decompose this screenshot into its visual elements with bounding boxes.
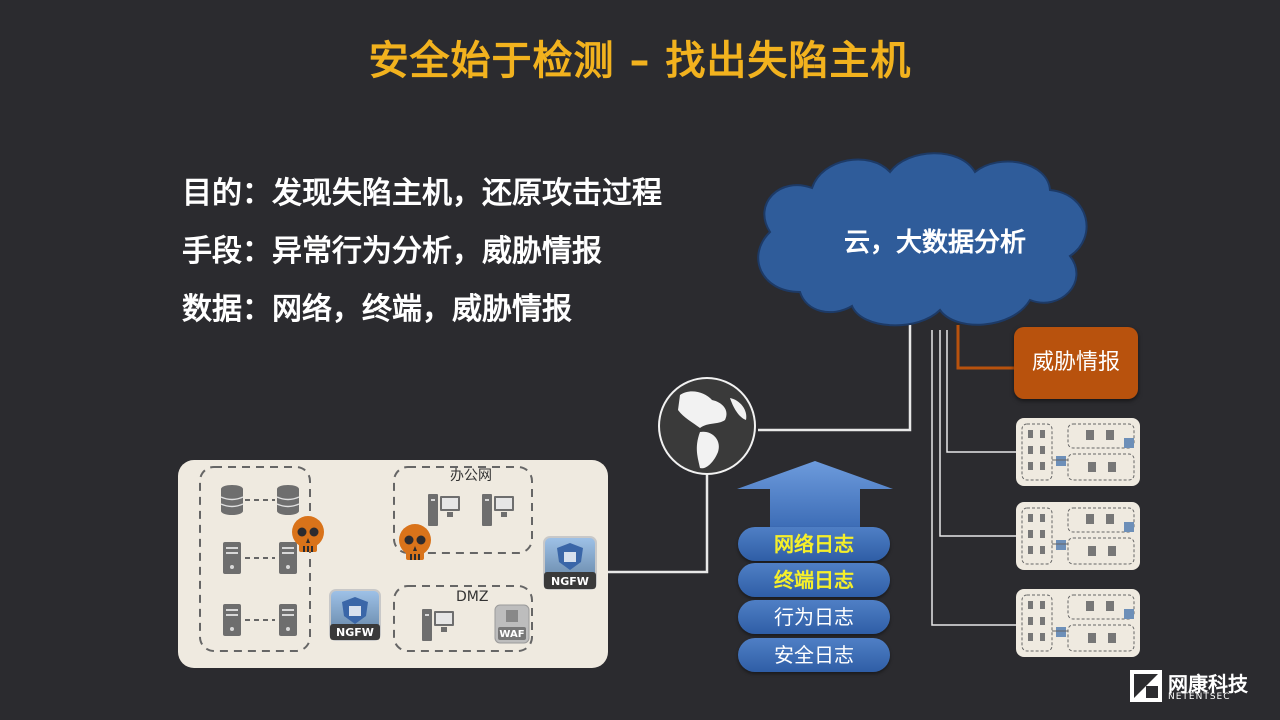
cloud-shape (757, 152, 1088, 327)
brand-name: 网康科技 (1168, 672, 1248, 696)
log-endpoint: 终端日志 (738, 563, 890, 597)
svg-text:NGFW: NGFW (336, 626, 374, 639)
bullet-list: 目的：发现失陷主机，还原攻击过程 手段：异常行为分析，威胁情报 数据：网络，终端… (182, 170, 662, 344)
bullet-purpose: 目的：发现失陷主机，还原攻击过程 (182, 176, 662, 211)
upload-arrow-icon (737, 461, 893, 530)
cloud-label: 云，大数据分析 (843, 228, 1026, 258)
brand-logo-icon (1130, 670, 1162, 702)
brand-subtitle: NETENTSEC (1168, 692, 1231, 702)
branch-network-thumbnail (1015, 417, 1141, 487)
slide-title: 安全始于检测 – 找出失陷主机 (368, 38, 912, 84)
enterprise-network: NGFW WAF (178, 460, 608, 668)
globe-icon (658, 377, 756, 475)
log-security: 安全日志 (738, 638, 890, 672)
ngfw-gateway-icon: NGFW (543, 536, 597, 590)
ngfw-inner-icon: NGFW (329, 589, 381, 641)
log-network: 网络日志 (738, 527, 890, 561)
office-network-label: 办公网 (450, 468, 492, 484)
svg-text:NGFW: NGFW (551, 575, 589, 588)
log-behavior: 行为日志 (738, 600, 890, 634)
branch-network-thumbnail (1015, 588, 1141, 658)
bullet-data: 数据：网络，终端，威胁情报 (182, 292, 572, 327)
bullet-method: 手段：异常行为分析，威胁情报 (182, 234, 602, 269)
branch-network-thumbnail (1015, 501, 1141, 571)
dmz-label: DMZ (456, 589, 489, 605)
threat-intel-box: 威胁情报 (1014, 327, 1138, 399)
waf-icon: WAF (494, 604, 530, 644)
svg-text:WAF: WAF (499, 629, 524, 640)
